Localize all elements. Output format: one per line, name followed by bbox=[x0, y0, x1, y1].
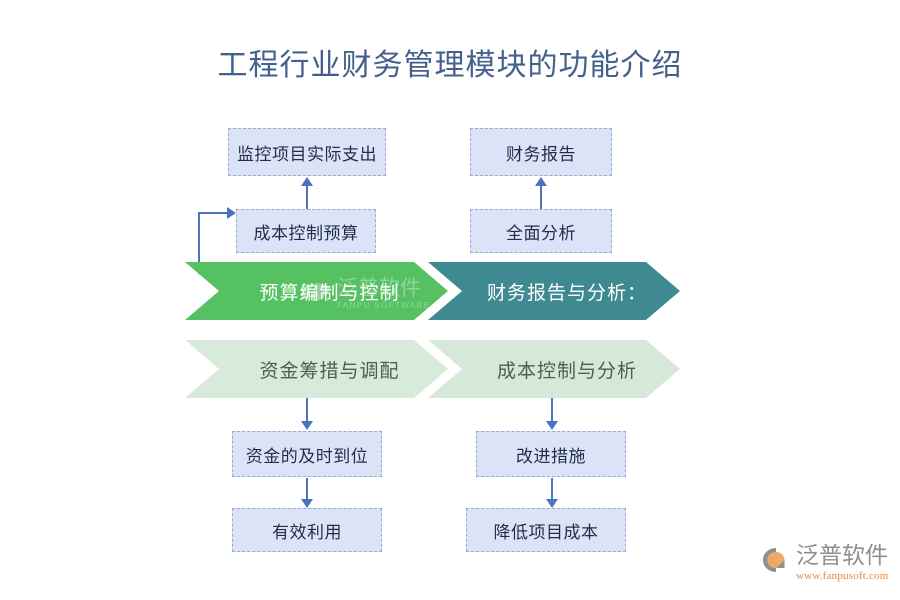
box-reduce-project-cost[interactable]: 降低项目成本 bbox=[466, 508, 626, 552]
box-improvement-measures[interactable]: 改进措施 bbox=[476, 431, 626, 477]
fanpu-logo-text: 泛普软件 www.fanpusoft.com bbox=[796, 543, 889, 582]
box-financial-report[interactable]: 财务报告 bbox=[470, 128, 612, 176]
logo-website-url: www.fanpusoft.com bbox=[796, 570, 889, 583]
band-budget-planning-control[interactable]: 预算编制与控制 bbox=[185, 262, 448, 320]
band-label: 成本控制与分析 bbox=[496, 360, 637, 382]
page-title: 工程行业财务管理模块的功能介绍 bbox=[217, 49, 683, 82]
band-cost-control-analysis[interactable]: 成本控制与分析 bbox=[428, 340, 680, 398]
band-label: 资金筹措与调配 bbox=[259, 360, 400, 382]
box-cost-control-budget[interactable]: 成本控制预算 bbox=[236, 209, 376, 253]
fanpu-logo[interactable]: 泛普软件 www.fanpusoft.com bbox=[762, 543, 894, 593]
band-fund-raising-allocation[interactable]: 资金筹措与调配 bbox=[185, 340, 448, 398]
fanpu-swoosh-icon bbox=[762, 545, 792, 575]
band-financial-report-analysis[interactable]: 财务报告与分析： bbox=[428, 262, 680, 320]
box-effective-utilization[interactable]: 有效利用 bbox=[232, 508, 382, 552]
logo-company-name: 泛普软件 bbox=[796, 542, 888, 568]
box-funds-arrive-on-time[interactable]: 资金的及时到位 bbox=[232, 431, 382, 477]
band-label: 预算编制与控制 bbox=[259, 282, 400, 304]
box-monitor-actual-expenditure[interactable]: 监控项目实际支出 bbox=[228, 128, 386, 176]
box-comprehensive-analysis[interactable]: 全面分析 bbox=[470, 209, 612, 253]
band-label: 财务报告与分析： bbox=[486, 282, 647, 304]
